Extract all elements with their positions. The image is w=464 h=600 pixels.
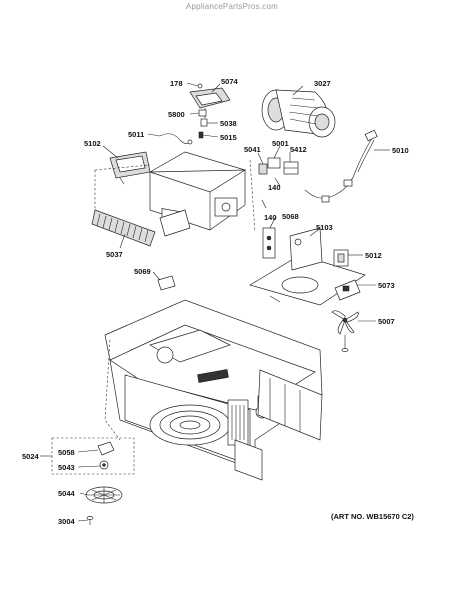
callout-5010: 5010 [392,146,409,155]
switch-bracket-5012[interactable] [333,249,349,267]
terminal-5412[interactable] [283,161,299,175]
wire-harness-5010[interactable] [304,129,378,203]
thermistor-wire-5011[interactable] [159,133,193,145]
callout-5058: 5058 [58,448,75,457]
switch-5073[interactable] [334,279,361,301]
screw-140b[interactable] [261,199,267,209]
callout-5069: 5069 [134,267,151,276]
noise-filter-5001[interactable] [267,157,281,169]
coupler-5058[interactable] [97,441,115,456]
callout-140-upper: 140 [268,183,281,192]
grease-filter-5037[interactable] [91,209,156,247]
damper-5800[interactable] [198,109,207,117]
callout-5024: 5024 [22,452,40,461]
callout-5102: 5102 [84,139,101,148]
callout-5044: 5044 [58,489,76,498]
callout-5043: 5043 [58,463,75,472]
screw-140a[interactable] [274,177,281,187]
callout-178: 178 [170,79,183,88]
screw-178[interactable] [197,83,203,89]
thermostat-5068[interactable] [262,227,276,259]
callout-5015: 5015 [220,133,237,142]
callout-5037: 5037 [106,250,123,259]
screw-3004[interactable] [86,516,94,526]
vent-bracket-5074[interactable] [189,87,231,118]
blower-motor-3027[interactable] [261,89,336,138]
callout-5068: 5068 [282,212,299,221]
callout-5041: 5041 [244,145,261,154]
art-number: (ART NO. WB15670 C2) [331,512,414,521]
callout-5412: 5412 [290,145,307,154]
callout-5038: 5038 [220,119,237,128]
callout-5012: 5012 [365,251,382,260]
callout-140-lower: 140 [264,213,277,222]
roller-5043[interactable] [99,460,109,470]
watermark-text: AppliancePartsPros.com [186,2,278,11]
callout-5011: 5011 [128,130,144,139]
base-plate-5103[interactable] [249,227,366,306]
callout-5001: 5001 [272,139,289,148]
callout-5103: 5103 [316,223,333,232]
callout-5800: 5800 [168,110,185,119]
callout-5007: 5007 [378,317,395,326]
turntable-roller-5044[interactable] [85,486,123,504]
cooling-fan-5007[interactable] [331,310,359,352]
light-housing-5102[interactable] [109,151,151,185]
callout-3027: 3027 [314,79,331,88]
upper-chassis [149,151,247,237]
callout-5074: 5074 [221,77,239,86]
assembly-outline [94,159,256,233]
leader-lines [40,82,390,522]
oven-cavity [104,299,323,481]
relay-5041[interactable] [258,163,268,175]
spring-5038[interactable] [200,118,208,127]
callout-5073: 5073 [378,281,395,290]
callout-3004: 3004 [58,517,76,526]
bracket-5069[interactable] [157,275,176,291]
clip-5015[interactable] [198,131,204,139]
